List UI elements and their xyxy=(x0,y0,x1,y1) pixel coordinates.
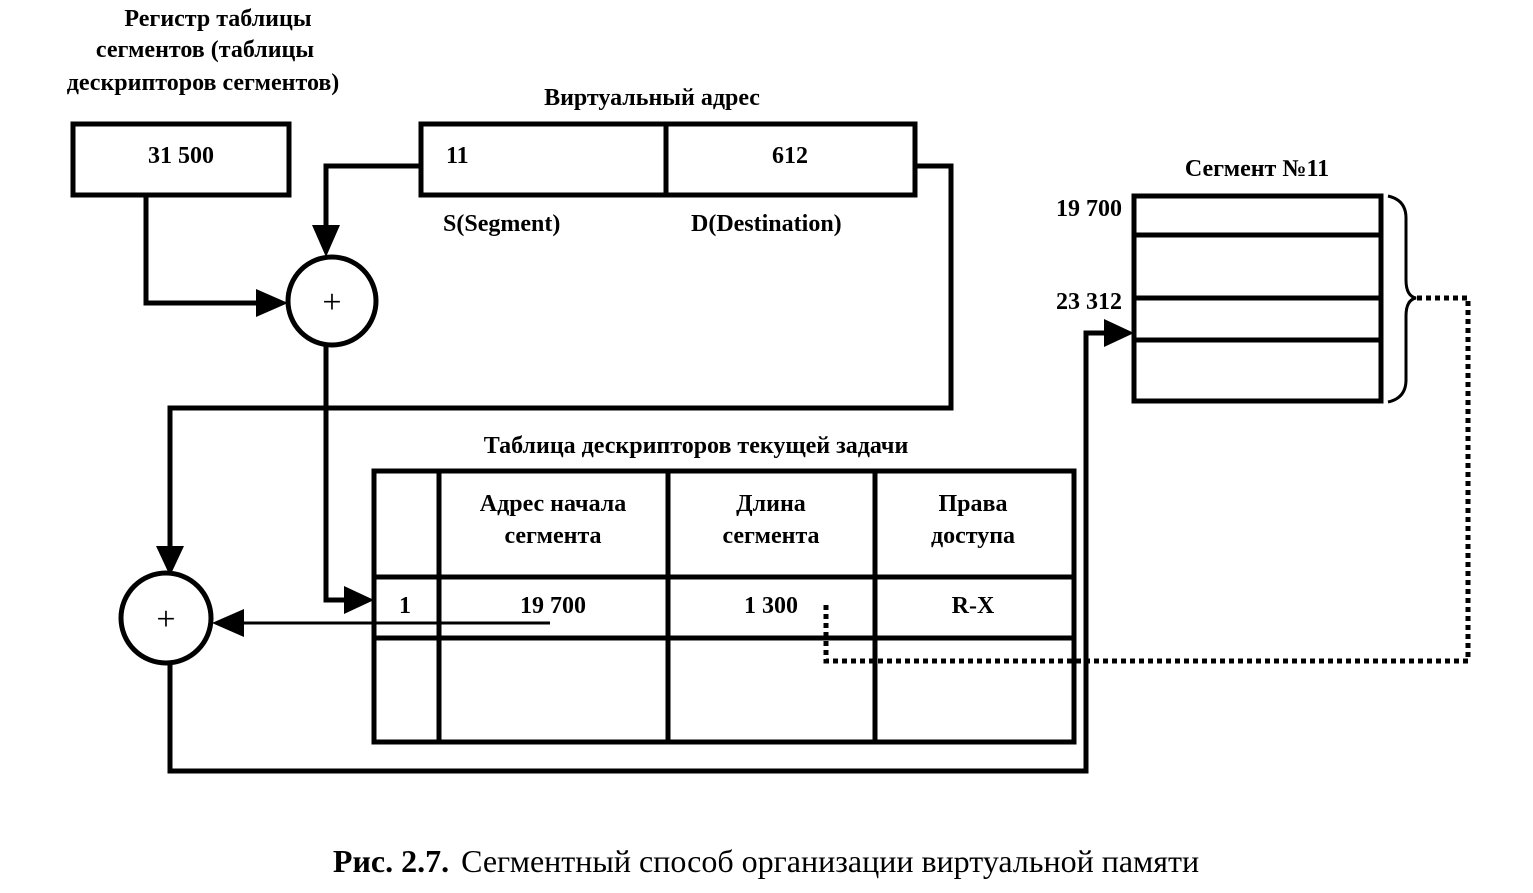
register-value: 31 500 xyxy=(148,143,214,169)
offset-to-adder-arrow xyxy=(156,546,184,576)
offset-field-label: D(Destination) xyxy=(691,211,842,237)
segment-to-adder-line xyxy=(323,163,421,225)
header-rights-line-2: доступа xyxy=(931,523,1015,549)
register-box xyxy=(70,121,292,198)
adder-2-circle xyxy=(118,570,214,666)
figure-caption: Рис. 2.7. Сегментный способ организации … xyxy=(333,843,1199,879)
register-label-line-1: Регистр таблицы xyxy=(124,6,311,32)
segment-title: Сегмент №11 xyxy=(1185,156,1329,182)
register-to-adder-line xyxy=(143,195,256,306)
row-start-address: 19 700 xyxy=(520,593,586,619)
segment-start-address: 19 700 xyxy=(1056,196,1122,222)
figure-caption-text: Сегментный способ организации виртуально… xyxy=(461,843,1199,879)
adder-to-segment-arrow xyxy=(1104,319,1134,347)
adder-2-symbol: + xyxy=(156,601,175,638)
segment-length-dotted-link xyxy=(823,295,1471,664)
adder-to-descriptor-line xyxy=(323,345,344,603)
descriptor-table-title: Таблица дескрипторов текущей задачи xyxy=(484,433,909,459)
adder-1-symbol: + xyxy=(322,284,341,321)
header-length-line-1: Длина xyxy=(736,491,806,517)
segment-target-address: 23 312 xyxy=(1056,289,1122,315)
adder-to-segment-line xyxy=(167,330,1104,774)
offset-value: 612 xyxy=(772,143,808,169)
segment-number: 11 xyxy=(446,143,469,169)
descriptor-table xyxy=(371,468,1077,745)
figure-caption-number: Рис. 2.7. xyxy=(333,843,449,879)
segment-block xyxy=(1131,193,1384,404)
segment-field-label: S(Segment) xyxy=(443,211,560,237)
header-length-line-2: сегмента xyxy=(722,523,819,549)
header-rights-line-1: Права xyxy=(939,491,1008,517)
header-start-address-line-1: Адрес начала xyxy=(480,491,627,517)
row-rights: R-X xyxy=(952,593,995,619)
base-to-adder-arrow xyxy=(212,609,244,637)
header-start-address-line-2: сегмента xyxy=(504,523,601,549)
segment-brace xyxy=(1387,194,1417,404)
offset-to-adder-line xyxy=(167,163,954,546)
register-label-line-2: сегментов (таблицы xyxy=(96,37,314,63)
register-to-adder-arrow xyxy=(256,289,288,317)
adder-1-circle xyxy=(285,254,379,348)
adder-to-descriptor-arrow xyxy=(344,586,374,614)
descriptor-table-frame xyxy=(371,468,1077,745)
row-length: 1 300 xyxy=(744,593,798,619)
virtual-address-title: Виртуальный адрес xyxy=(544,85,760,111)
segment-to-adder-arrow xyxy=(312,225,340,257)
row-index: 1 xyxy=(399,593,411,619)
register-label-line-3: дескрипторов сегментов) xyxy=(67,70,340,96)
register-label: Регистр таблицы сегментов (таблицы дескр… xyxy=(67,6,340,96)
